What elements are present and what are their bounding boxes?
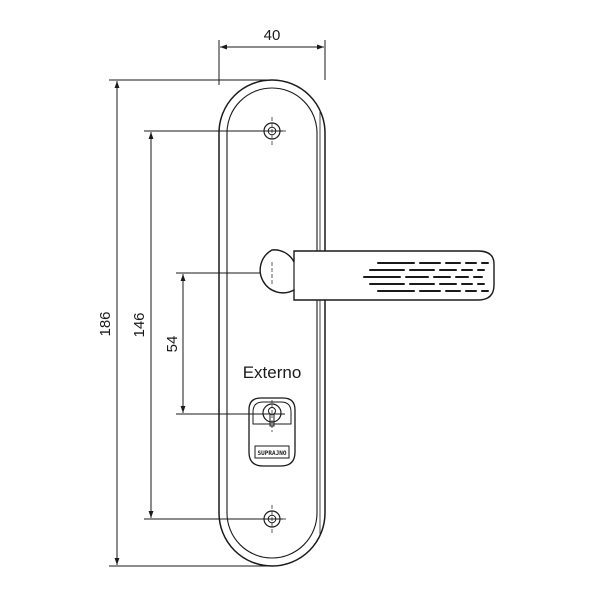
screw-spacing-label: 146 [131,312,148,337]
bottom-screw [258,505,286,533]
plate-outline-outer [218,79,326,567]
handle-to-cylinder-label: 54 [164,336,181,353]
cylinder-escutcheon [248,397,296,467]
plate-outline-inner [226,87,318,559]
top-screw [258,117,286,145]
side-label: Externo [243,363,302,382]
width-dimension-label: 40 [264,27,281,44]
brand-stamp: SUPRAJNO [258,450,287,457]
handle-grip-texture [363,262,489,292]
overall-height-label: 186 [97,311,114,336]
lever-handle [259,249,495,301]
